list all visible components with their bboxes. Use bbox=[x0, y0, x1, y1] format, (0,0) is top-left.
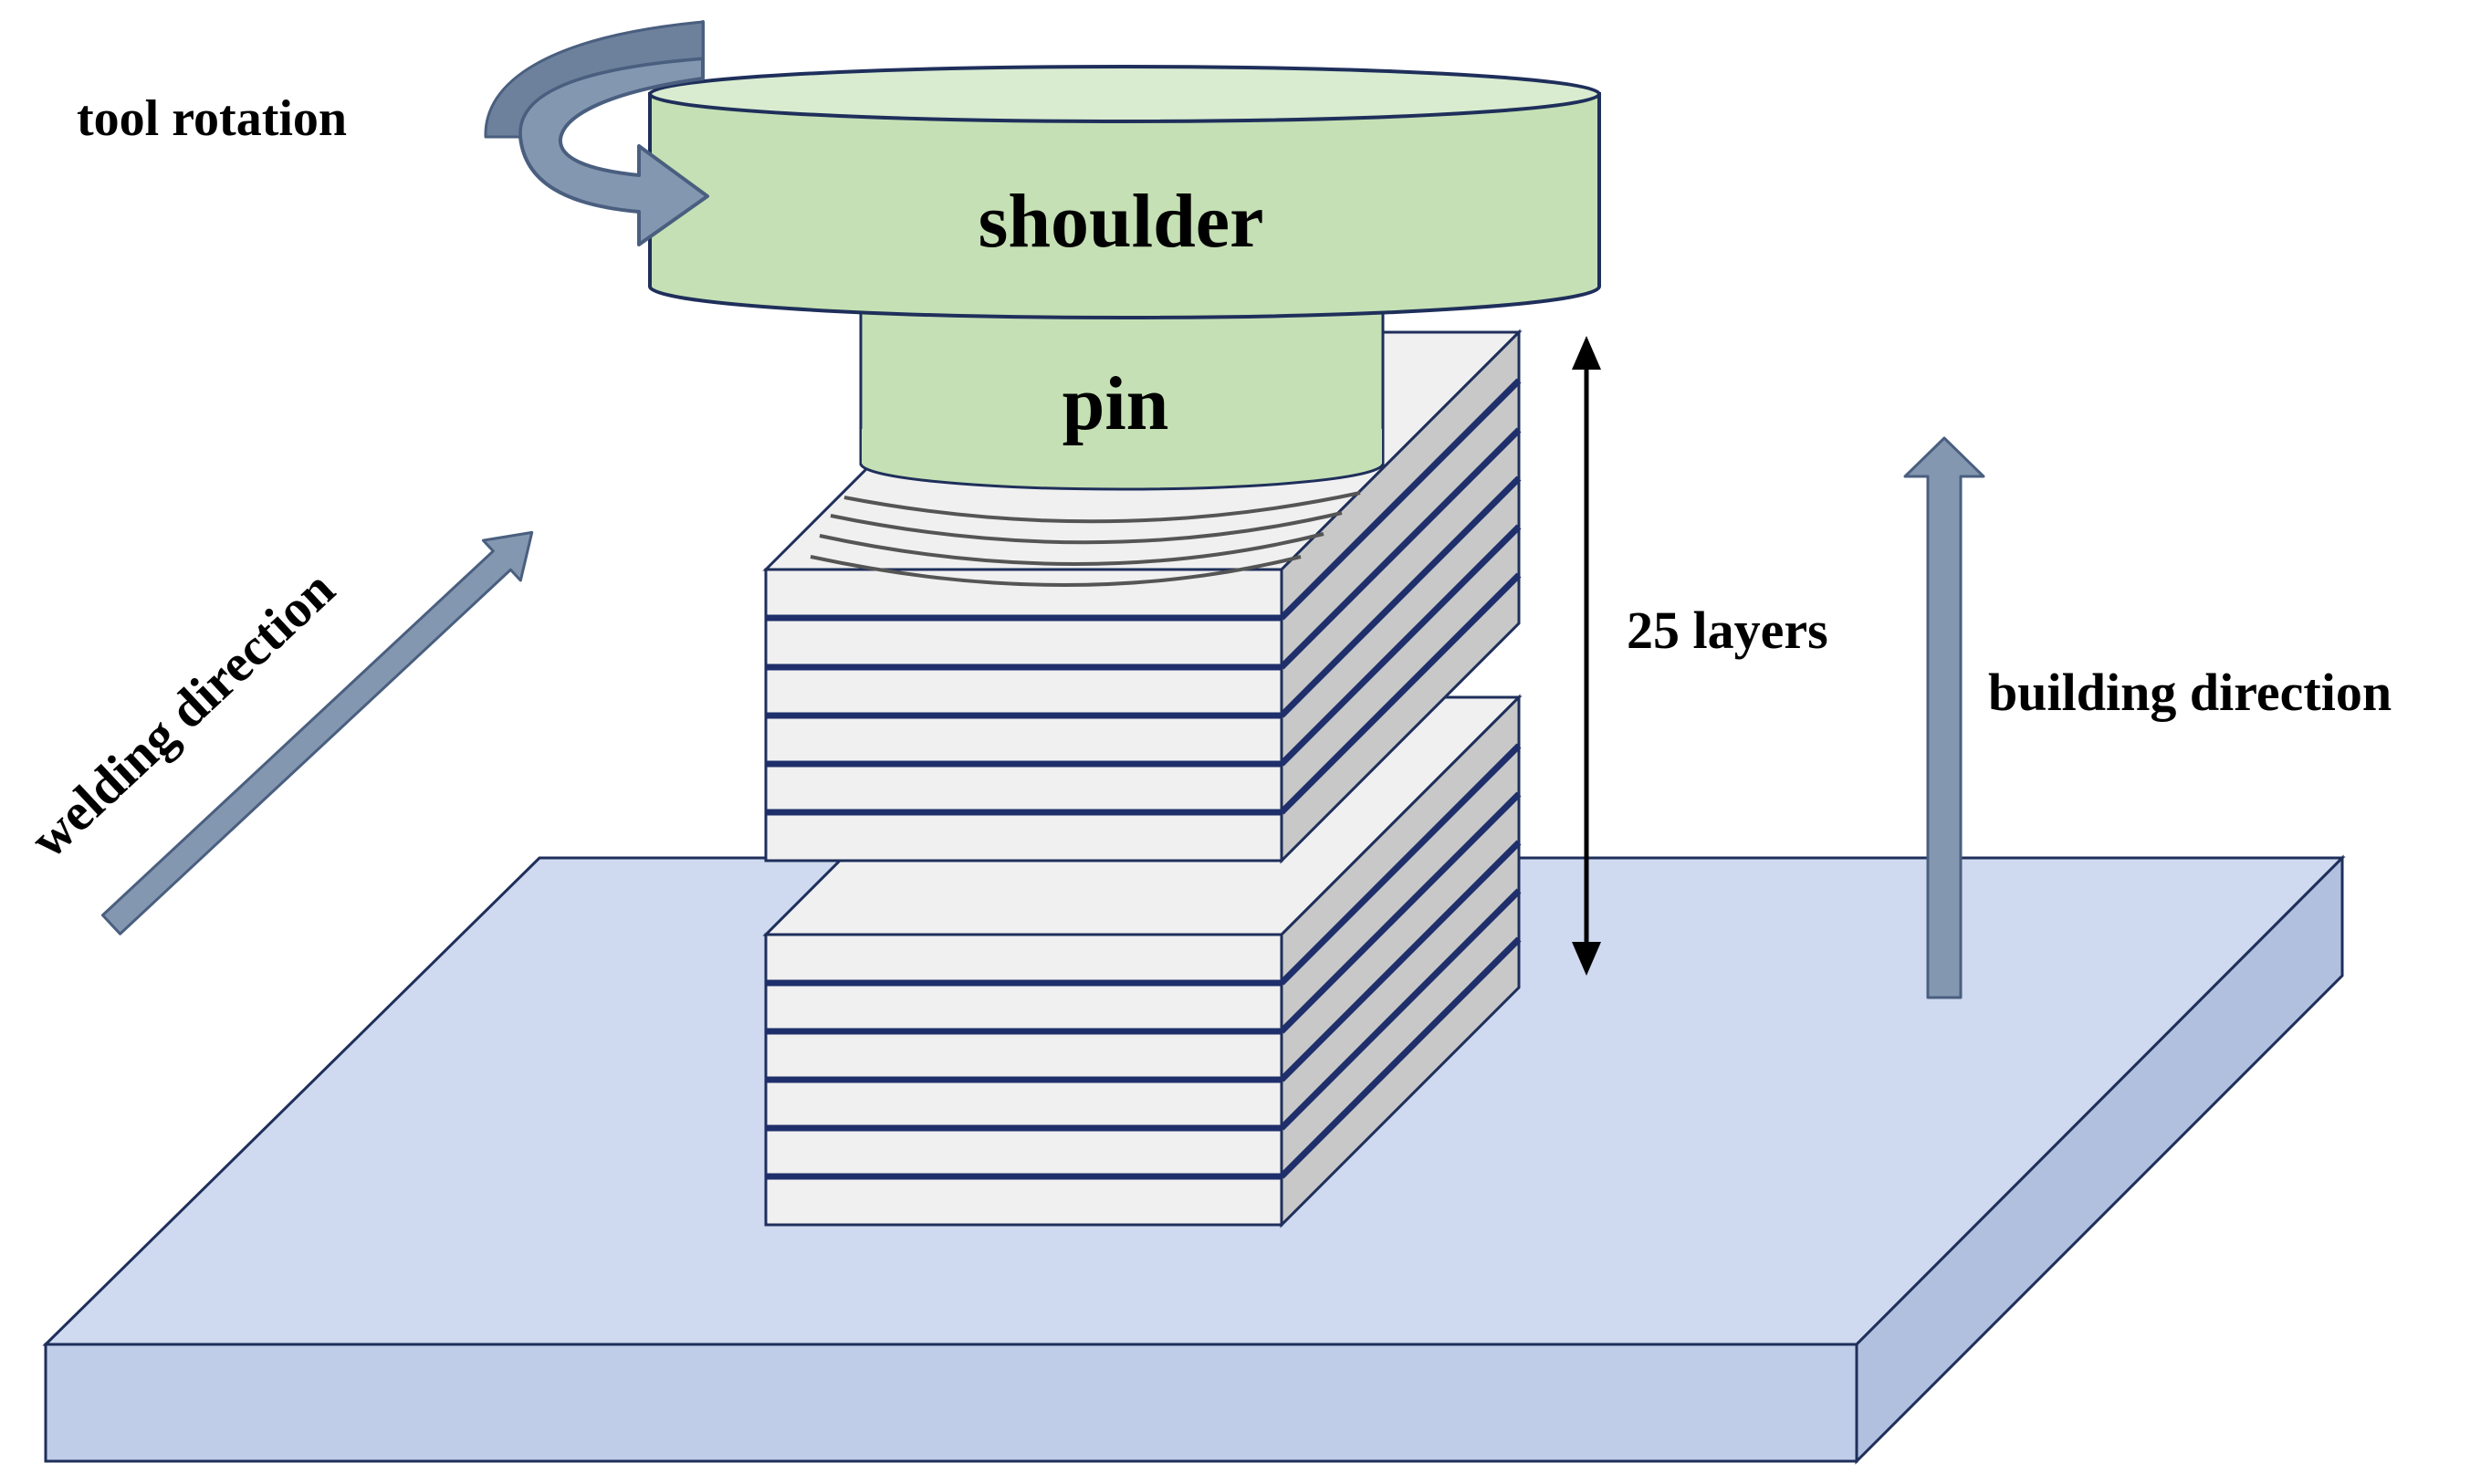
upward-block-arrow-icon bbox=[1903, 436, 1985, 999]
base-plate-side bbox=[1855, 854, 2344, 1465]
lower-stack-layer-lines bbox=[766, 743, 1522, 1180]
building-direction-label: building direction bbox=[1988, 663, 2392, 722]
pin-label: pin bbox=[1063, 361, 1169, 446]
diagonal-arrow-icon bbox=[100, 530, 534, 935]
shoulder-label: shoulder bbox=[979, 179, 1264, 264]
upper-stack-layer-lines bbox=[766, 378, 1522, 816]
shoulder-body bbox=[648, 92, 1601, 319]
welding-direction-label: welding direction bbox=[19, 559, 346, 869]
tool-rotation-label: tool rotation bbox=[77, 90, 347, 147]
shoulder bbox=[648, 65, 1601, 319]
layer-count-label: 25 layers bbox=[1627, 601, 1828, 660]
shoulder-top bbox=[648, 65, 1601, 123]
curved-rotation-arrow-icon bbox=[484, 20, 709, 246]
pin bbox=[859, 296, 1385, 491]
weld-swirl-marks bbox=[810, 491, 1361, 587]
double-headed-arrow-icon bbox=[1572, 336, 1601, 976]
lower-layer-stack bbox=[762, 694, 1523, 1228]
base-plate-front bbox=[44, 1343, 1858, 1463]
